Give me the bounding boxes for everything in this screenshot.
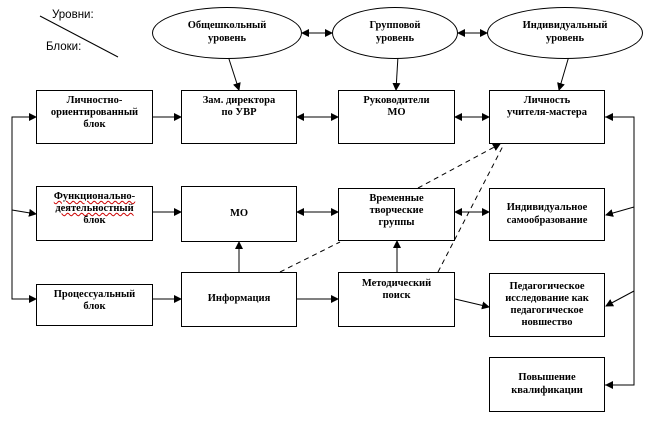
legend-diagonal [39, 15, 119, 58]
block-process: Процессуальный блок [36, 284, 153, 326]
node-mo-heads: Руководители МО [338, 90, 455, 144]
legend-levels: Уровни: [52, 9, 94, 21]
dashed-information-temp [279, 241, 341, 273]
level-group: Групповой уровень [332, 7, 458, 59]
arrow-bracket-functional [11, 208, 37, 217]
level-school: Общешкольный уровень [152, 7, 302, 59]
node-research: Педагогическое исследование как педагоги… [489, 273, 605, 337]
arrow-individual-teacher [557, 55, 570, 91]
arrow-bracket-self-education [605, 206, 635, 217]
left-bracket [11, 116, 36, 300]
node-information: Информация [181, 272, 297, 327]
arrow-bracket-research [605, 290, 635, 307]
right-bracket [605, 116, 635, 386]
block-functional-line1: Функционально- [53, 191, 136, 202]
dashed-method-teacher [437, 145, 504, 273]
node-method-search: Методический поиск [338, 272, 455, 327]
block-functional-line3: блок [83, 215, 106, 227]
block-personal: Личностно- ориентированный блок [36, 90, 153, 144]
node-qualification: Повышение квалификации [489, 357, 605, 412]
node-self-education: Индивидуальное самообразование [489, 188, 605, 241]
node-temp-groups: Временные творческие группы [338, 188, 455, 241]
block-functional: Функционально- деятельностный блок [36, 186, 153, 241]
level-individual: Индивидуальный уровень [487, 7, 643, 59]
node-mo: МО [181, 186, 297, 242]
block-functional-line2: деятельностный [55, 203, 134, 215]
arrow-method-research [454, 298, 490, 310]
node-teacher: Личность учителя-мастера [489, 90, 605, 144]
dashed-temp-teacher [417, 143, 501, 189]
legend-blocks: Блоки: [46, 41, 82, 53]
node-deputy: Зам. директора по УВР [181, 90, 297, 144]
arrow-school-deputy [227, 55, 241, 91]
arrow-group-mo-heads [392, 55, 401, 91]
